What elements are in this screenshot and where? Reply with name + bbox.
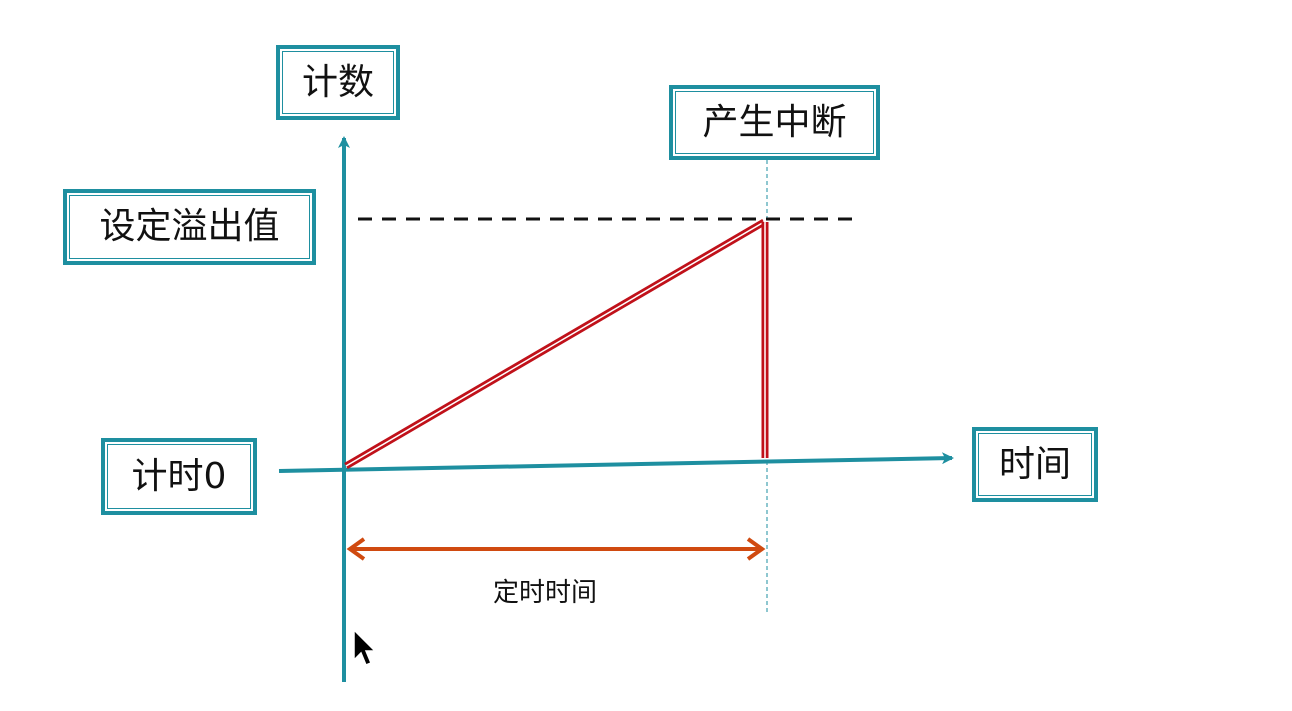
y-axis-label-box: 计数: [276, 45, 400, 120]
interrupt-label-box: 产生中断: [669, 85, 880, 160]
x-axis-line: [278, 452, 954, 473]
x-axis-label-box: 时间: [972, 427, 1098, 502]
duration-arrow: [346, 537, 766, 561]
overflow-value-label: 设定溢出值: [99, 206, 280, 247]
interrupt-label: 产生中断: [702, 101, 847, 143]
mouse-pointer-icon: [353, 628, 376, 666]
y-axis-label: 计数: [301, 61, 374, 103]
duration-label: 定时时间: [492, 578, 597, 608]
start-label: 计时0: [131, 455, 227, 497]
x-axis-label: 时间: [998, 443, 1071, 485]
start-label-box: 计时0: [101, 438, 257, 515]
count-ramp: [344, 218, 766, 470]
overflow-value-label-box: 设定溢出值: [63, 189, 316, 265]
